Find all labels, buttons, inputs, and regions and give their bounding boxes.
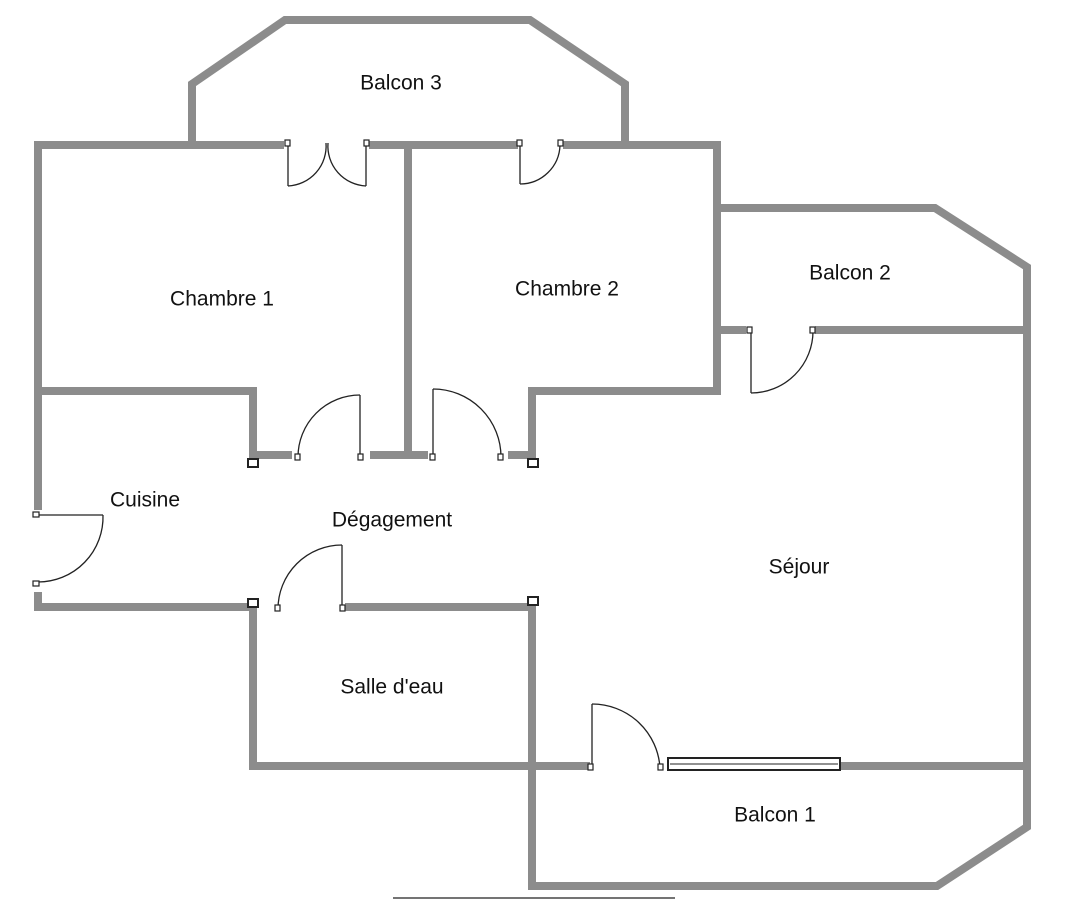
walls: [34, 16, 1031, 890]
label-sejour: Séjour: [769, 556, 830, 579]
doors: [32, 139, 816, 771]
wall-balcon-2: [717, 204, 1031, 327]
door-chambre-2[interactable]: [429, 388, 504, 461]
door-chambre-1[interactable]: [294, 394, 364, 461]
wall-balcon-3: [188, 16, 629, 142]
door-cuisine[interactable]: [32, 511, 104, 587]
door-salle-eau[interactable]: [274, 544, 346, 612]
label-chambre-2: Chambre 2: [515, 278, 619, 301]
door-balcon-1[interactable]: [587, 703, 664, 771]
door-chambre-1-balcon-3[interactable]: [284, 139, 370, 187]
label-balcon-2: Balcon 2: [809, 262, 891, 285]
wall-balcon-1: [528, 762, 1031, 890]
door-chambre-2-balcon-3[interactable]: [516, 139, 564, 185]
label-balcon-3: Balcon 3: [360, 72, 442, 95]
label-balcon-1: Balcon 1: [734, 804, 816, 827]
door-balcon-2[interactable]: [746, 326, 816, 394]
label-chambre-1: Chambre 1: [170, 288, 274, 311]
label-degagement: Dégagement: [332, 509, 452, 532]
wall-chambre-1-south: [34, 387, 292, 459]
room-labels: Balcon 3 Chambre 1 Chambre 2 Balcon 2 Cu…: [110, 72, 891, 827]
label-cuisine: Cuisine: [110, 489, 180, 512]
wall-posts: [247, 458, 539, 608]
wall-chambre-2-east: [528, 141, 721, 462]
label-salle-eau: Salle d'eau: [340, 676, 443, 699]
window-sejour: [667, 757, 841, 771]
